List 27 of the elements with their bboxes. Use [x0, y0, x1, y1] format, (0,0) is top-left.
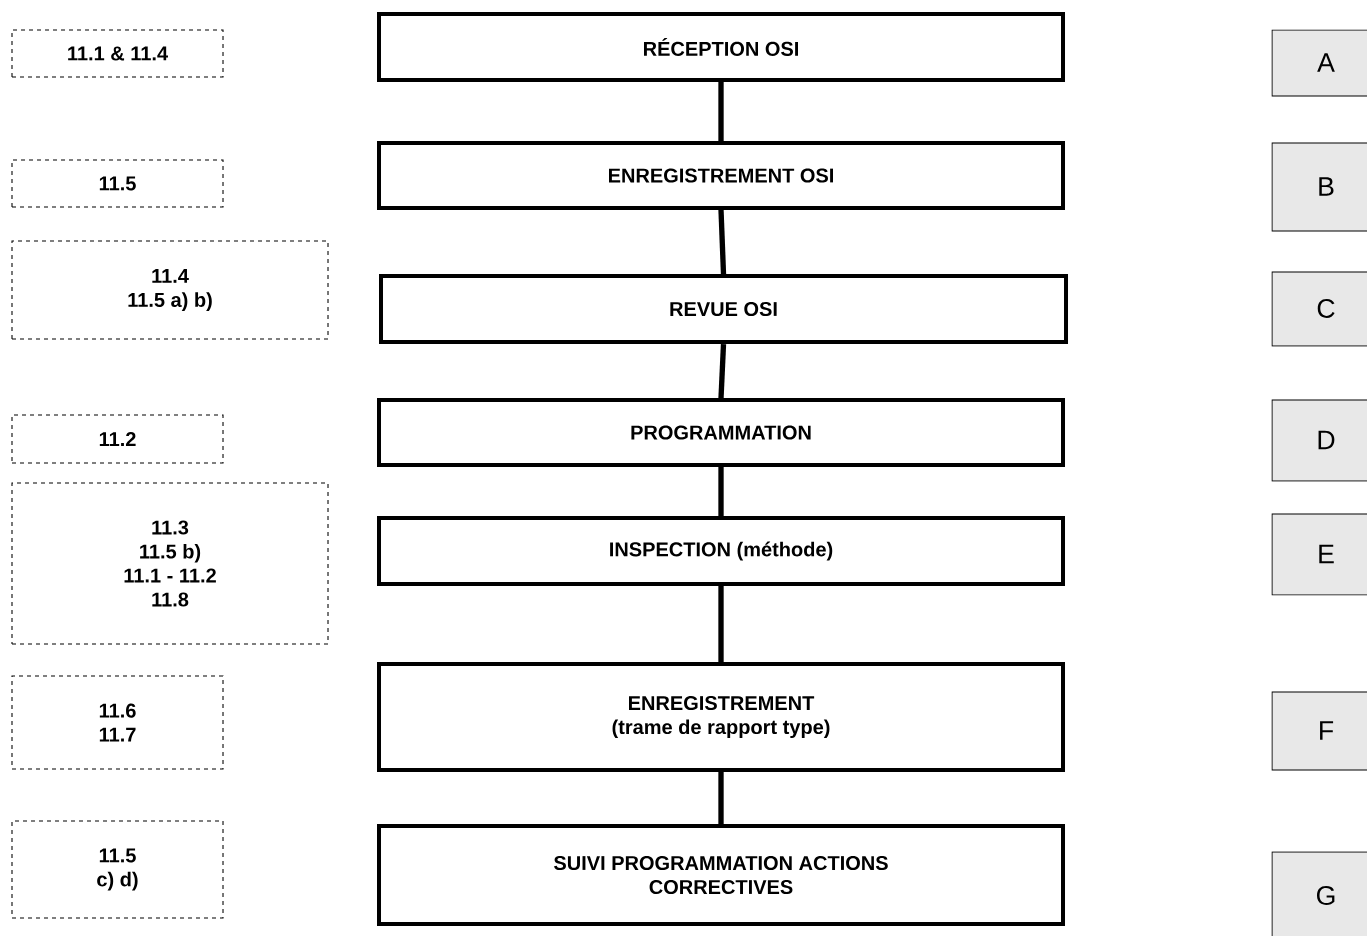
letter-box: E [1271, 513, 1367, 596]
reference-box: 11.5 c) d) [11, 820, 224, 919]
process-box: REVUE OSI [379, 274, 1068, 344]
letter-box: D [1271, 399, 1367, 482]
connector-line [718, 772, 724, 824]
reference-box: 11.3 11.5 b) 11.1 - 11.2 11.8 [11, 482, 329, 645]
letter-box: F [1271, 691, 1367, 771]
connector-line [718, 586, 724, 662]
reference-box: 11.2 [11, 414, 224, 464]
connector-line [718, 82, 724, 141]
reference-box: 11.6 11.7 [11, 675, 224, 770]
process-box: RÉCEPTION OSI [377, 12, 1065, 82]
letter-box: A [1271, 29, 1367, 97]
connector-line [718, 209, 727, 275]
letter-box: G [1271, 851, 1367, 936]
process-box: PROGRAMMATION [377, 398, 1065, 467]
process-box: ENREGISTREMENT (trame de rapport type) [377, 662, 1065, 772]
connector-line [718, 467, 724, 516]
process-box: ENREGISTREMENT OSI [377, 141, 1065, 210]
process-box: INSPECTION (méthode) [377, 516, 1065, 586]
letter-box: C [1271, 271, 1367, 347]
reference-box: 11.4 11.5 a) b) [11, 240, 329, 340]
letter-box: B [1271, 142, 1367, 232]
reference-box: 11.1 & 11.4 [11, 29, 224, 78]
process-box: SUIVI PROGRAMMATION ACTIONS CORRECTIVES [377, 824, 1065, 926]
reference-box: 11.5 [11, 159, 224, 208]
connector-line [718, 343, 727, 399]
